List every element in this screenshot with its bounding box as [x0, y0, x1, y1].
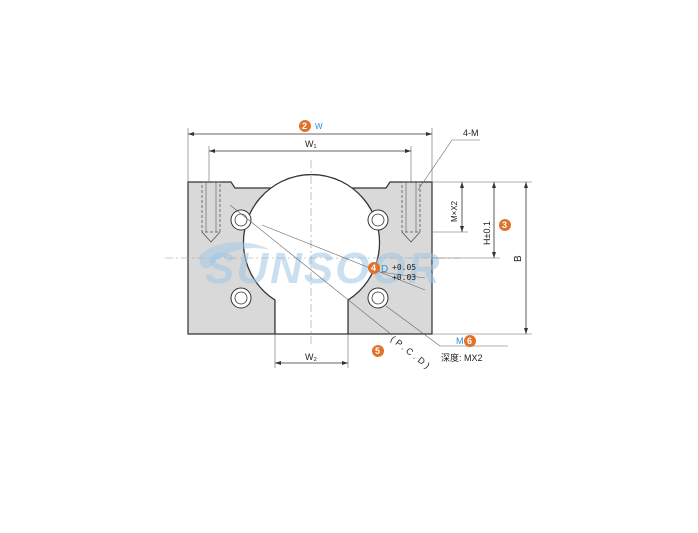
label-depth: 深度: MX2 — [441, 352, 483, 363]
dimension-h — [432, 181, 500, 259]
badge-4-text: 4 — [371, 263, 376, 273]
label-4m: 4-M — [463, 128, 479, 138]
badge-2-text: 2 — [302, 121, 307, 131]
label-h: H±0.1 — [482, 221, 492, 245]
label-d-tol-upper: +0.05 — [392, 263, 416, 272]
label-mx2: M×X2 — [450, 200, 459, 222]
mounting-hole-top-right — [367, 209, 389, 231]
dimension-mx2 — [432, 181, 468, 233]
badge-5 — [372, 345, 384, 357]
leader-pcd — [229, 204, 393, 336]
leader-d — [261, 224, 426, 291]
tapped-hole-right — [401, 181, 421, 243]
badge-2 — [299, 120, 311, 132]
mounting-hole-top-left — [230, 209, 252, 231]
label-d-tol-lower: +0.03 — [392, 273, 416, 282]
badge-6-text: 6 — [467, 336, 472, 346]
badge-3 — [499, 219, 511, 231]
badge-6 — [464, 335, 476, 347]
watermark-swoosh — [199, 242, 270, 269]
watermark-text: SUNSOOR — [205, 244, 441, 293]
badge-3-text: 3 — [502, 220, 507, 230]
leader-4m — [417, 139, 480, 191]
badge-4 — [368, 262, 380, 274]
label-w2: W₂ — [305, 352, 317, 362]
dimension-w1 — [208, 146, 412, 182]
mounting-hole-bottom-right — [367, 287, 389, 309]
label-pcd: (P.C.D) — [389, 334, 434, 373]
badge-5-text: 5 — [375, 346, 380, 356]
dimension-w — [187, 128, 433, 182]
label-m: M — [456, 336, 464, 346]
tapped-hole-left — [201, 181, 221, 243]
label-w1: W₁ — [305, 139, 317, 149]
label-d: D — [381, 264, 388, 275]
dimension-b — [432, 181, 532, 335]
label-b: B — [513, 255, 524, 262]
mounting-hole-bottom-left — [230, 287, 252, 309]
leader-m-depth — [385, 305, 508, 347]
label-w: W — [315, 122, 323, 131]
dimension-w2 — [274, 334, 349, 368]
